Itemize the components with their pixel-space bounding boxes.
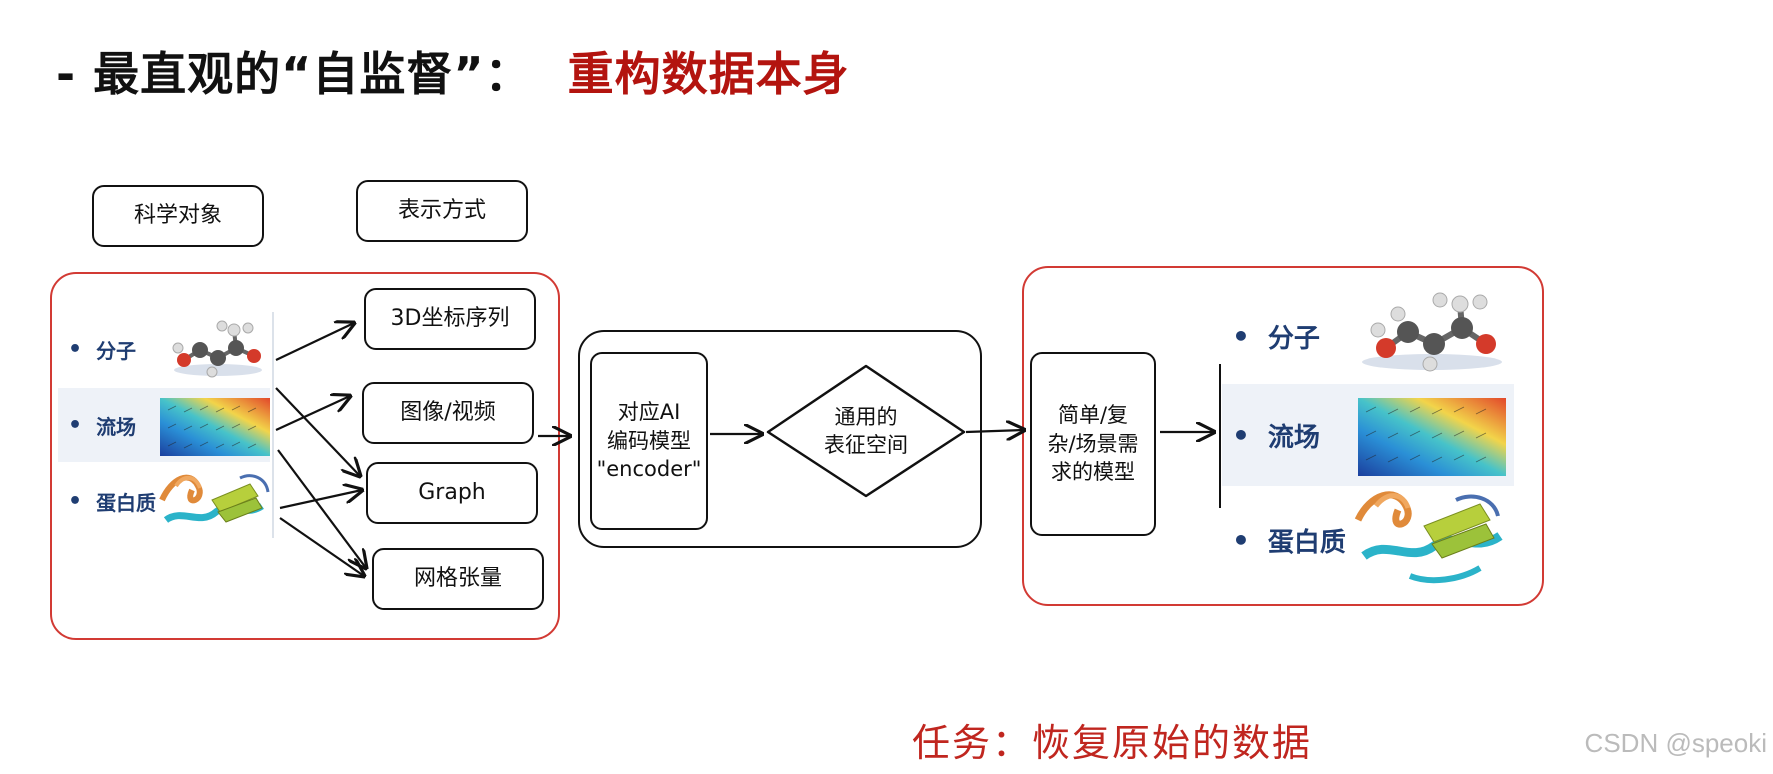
output-label: 分子 (1267, 323, 1320, 354)
watermark: CSDN @speoki (1584, 728, 1767, 758)
object-label: 流场 (96, 414, 137, 439)
molecule-icon (172, 320, 262, 378)
output-label: 流场 (1267, 422, 1320, 453)
arrow (275, 323, 354, 361)
header-representations-label: 表示方式 (397, 198, 486, 224)
latent-line2: 表征空间 (824, 433, 908, 457)
object-label: 分子 (96, 338, 137, 363)
representation-grid-tensor: 网格张量 (372, 548, 544, 610)
latent-space-diamond (766, 364, 966, 498)
representation-label: 图像/视频 (400, 400, 496, 426)
encoder-line2: 编码模型 (607, 428, 691, 453)
decoder-line3: 求的模型 (1051, 460, 1135, 485)
object-row-molecule: • 分子 (68, 336, 137, 363)
output-row-protein: • 蛋白质 (1232, 523, 1346, 558)
header-objects-label: 科学对象 (133, 203, 222, 229)
title-highlight: 重构数据本身 (567, 47, 850, 101)
arrow (275, 396, 350, 431)
arrow (277, 449, 366, 568)
output-label: 蛋白质 (1267, 527, 1346, 558)
representation-graph: Graph (366, 462, 538, 524)
encoder-line1: 对应AI (617, 400, 681, 425)
task-caption: 任务：恢复原始的数据 (912, 721, 1313, 765)
object-to-representation-arrows (275, 323, 366, 576)
arrow (279, 490, 362, 510)
title-prefix: - 最直观的“自监督”： (56, 47, 532, 101)
representation-3d-coordinates: 3D坐标序列 (364, 288, 536, 350)
arrow (275, 387, 360, 476)
encoder-box: 对应AI 编码模型 "encoder" (590, 352, 708, 530)
representation-image-video: 图像/视频 (362, 382, 534, 444)
header-scientific-objects: 科学对象 (92, 185, 264, 247)
header-representations: 表示方式 (356, 180, 528, 242)
decoder-box: 简单/复 杂/场景需 求的模型 (1030, 352, 1156, 536)
latent-line1: 通用的 (835, 405, 898, 429)
molecule-icon (1362, 292, 1502, 372)
representation-label: Graph (418, 480, 486, 506)
flow-field-heatmap-icon (1358, 398, 1506, 476)
protein-ribbon-icon (159, 474, 270, 524)
output-row-molecule: • 分子 (1232, 319, 1320, 354)
representation-label: 3D坐标序列 (390, 306, 510, 332)
encoder-line3: "encoder" (596, 457, 702, 482)
object-label: 蛋白质 (96, 490, 157, 515)
decoder-line2: 杂/场景需 (1047, 431, 1139, 456)
decoder-line1: 简单/复 (1057, 403, 1129, 428)
flow-field-heatmap-icon (160, 398, 270, 456)
input-group-frame (50, 272, 560, 640)
arrow (279, 517, 364, 576)
object-row-protein: • 蛋白质 (68, 488, 157, 515)
representation-label: 网格张量 (413, 566, 502, 592)
arrow-to-decoder (965, 430, 1024, 432)
slide-title: - 最直观的“自监督”： 重构数据本身 (56, 38, 850, 104)
protein-ribbon-icon (1354, 491, 1503, 584)
